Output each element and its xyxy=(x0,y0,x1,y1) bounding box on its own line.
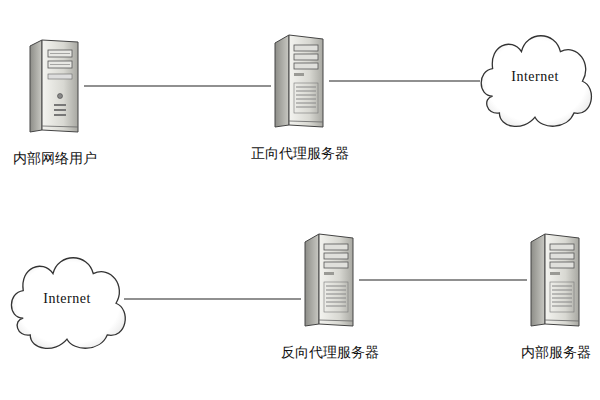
server-icon xyxy=(303,232,357,328)
network-link xyxy=(359,279,527,280)
node-label: 内部服务器 xyxy=(521,344,591,361)
internet-cloud: Internet xyxy=(4,244,130,354)
proxy-server: 反向代理服务器 xyxy=(281,232,379,361)
computer-icon xyxy=(28,38,82,134)
node-label: 正向代理服务器 xyxy=(251,145,349,162)
proxy-server: 正向代理服务器 xyxy=(251,33,349,162)
server-icon xyxy=(273,33,327,129)
node-label: 内部网络用户 xyxy=(13,150,97,167)
network-link xyxy=(329,80,480,81)
internet-cloud: Internet xyxy=(474,22,596,132)
server-icon xyxy=(529,232,583,328)
node-label: 反向代理服务器 xyxy=(281,344,379,361)
user-computer: 内部网络用户 xyxy=(13,38,97,167)
network-link xyxy=(124,298,301,299)
internal-server: 内部服务器 xyxy=(521,232,591,361)
cloud-label: Internet xyxy=(43,291,91,307)
cloud-label: Internet xyxy=(511,69,559,85)
network-link xyxy=(84,85,271,86)
